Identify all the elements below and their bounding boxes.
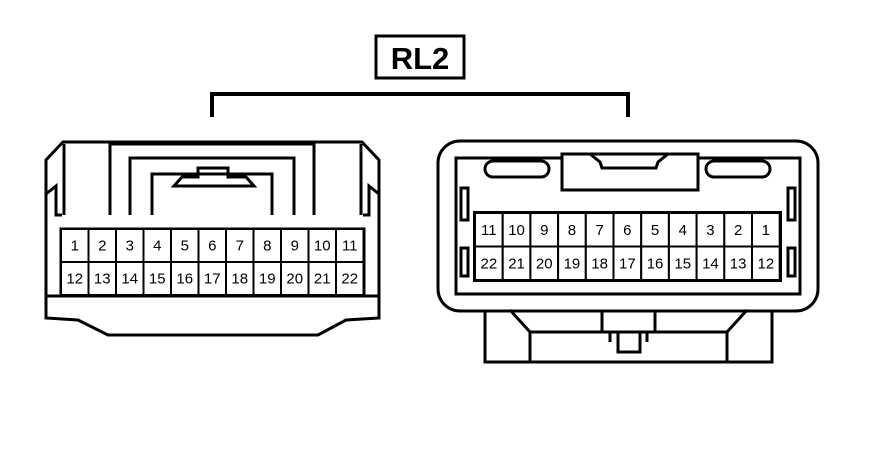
pin-cell (723, 245, 753, 281)
pin-number: 9 (540, 222, 548, 239)
right-connector-side-guide (786, 186, 797, 222)
left-connector-latch-inner (150, 172, 274, 215)
right-connector-skirt (483, 310, 774, 364)
pin-cell (501, 245, 532, 281)
left-connector-side-ledge (363, 182, 380, 217)
pin-cell (280, 261, 310, 296)
right-connector-skirt-slope (508, 308, 532, 334)
pin-cell (87, 228, 117, 263)
pin-number: 4 (679, 222, 687, 239)
pin-number: 7 (595, 222, 603, 239)
pin-cell (667, 245, 698, 281)
pin-number: 22 (481, 255, 498, 272)
connector-title: RL2 (374, 34, 466, 80)
pin-number: 16 (647, 255, 664, 272)
right-connector-skirt-inner (528, 330, 729, 362)
left-connector-latch (108, 142, 316, 215)
pin-number: 3 (126, 238, 134, 255)
pin-cell (142, 261, 172, 296)
pin-number: 18 (231, 271, 248, 288)
pin-number: 6 (208, 238, 216, 255)
right-connector-housing (436, 139, 820, 313)
right-connector-top-latch (560, 158, 700, 192)
pin-number: 1 (71, 238, 79, 255)
pin-number: 1 (762, 222, 770, 239)
pin-number: 12 (66, 271, 83, 288)
pin-cell (557, 245, 587, 281)
pin-number: 8 (568, 222, 576, 239)
pin-number: 5 (181, 238, 189, 255)
pin-number: 2 (98, 238, 106, 255)
pin-number: 19 (564, 255, 581, 272)
pin-number: 11 (481, 222, 497, 239)
pin-number: 13 (730, 255, 747, 272)
pin-cell (751, 245, 781, 281)
right-connector-top-tab (589, 152, 669, 170)
pin-number: 14 (121, 271, 138, 288)
pin-number: 15 (674, 255, 691, 272)
pin-cell (60, 261, 90, 296)
pin-number: 6 (623, 222, 631, 239)
pin-cell (307, 261, 337, 296)
pin-number: 20 (536, 255, 553, 272)
pin-cell (335, 261, 365, 296)
pin-number: 20 (286, 271, 303, 288)
pin-number: 18 (591, 255, 608, 272)
pin-number: 5 (651, 222, 659, 239)
right-connector-lock (616, 332, 642, 354)
pin-number: 22 (341, 271, 358, 288)
connector-bracket (210, 92, 630, 117)
pin-cell (115, 261, 145, 296)
right-connector-slot (704, 159, 772, 179)
pin-cell (723, 212, 753, 248)
right-connector-side-guide (459, 186, 470, 222)
pin-number: 2 (734, 222, 742, 239)
pin-number: 10 (508, 222, 525, 239)
right-connector-skirt-slope (725, 308, 749, 334)
connector-title-text: RL2 (391, 41, 450, 76)
left-connector-housing (44, 140, 381, 337)
right-connector-slot (483, 159, 551, 179)
right-connector-side-guide (459, 246, 470, 278)
pin-cell (640, 245, 670, 281)
pin-number: 17 (619, 255, 636, 272)
right-connector-center-latch (600, 310, 657, 334)
pin-cell (751, 212, 781, 248)
left-connector-lock-tab (170, 166, 258, 188)
pin-number: 17 (204, 271, 221, 288)
left-connector-side-ledge (45, 182, 62, 217)
pin-number: 21 (314, 271, 331, 288)
pin-number: 19 (259, 271, 276, 288)
pin-cell (60, 228, 90, 263)
pin-number: 10 (314, 238, 331, 255)
left-connector-latch-frame (128, 156, 296, 215)
pin-cell (529, 212, 560, 248)
right-connector-side-guide (786, 246, 797, 278)
pin-number: 8 (263, 238, 271, 255)
pin-cell (142, 228, 172, 263)
pin-number: 7 (236, 238, 244, 255)
pin-number: 16 (176, 271, 193, 288)
pin-number: 15 (149, 271, 166, 288)
pin-number: 12 (758, 255, 775, 272)
pin-number: 9 (291, 238, 299, 255)
pin-number: 13 (94, 271, 111, 288)
pin-number: 3 (706, 222, 714, 239)
pin-cell (474, 245, 504, 281)
pin-number: 4 (153, 238, 161, 255)
pin-cell (225, 261, 255, 296)
pin-number: 21 (508, 255, 525, 272)
pin-number: 14 (702, 255, 719, 272)
pin-number: 11 (342, 238, 358, 255)
pin-cell (529, 245, 560, 281)
